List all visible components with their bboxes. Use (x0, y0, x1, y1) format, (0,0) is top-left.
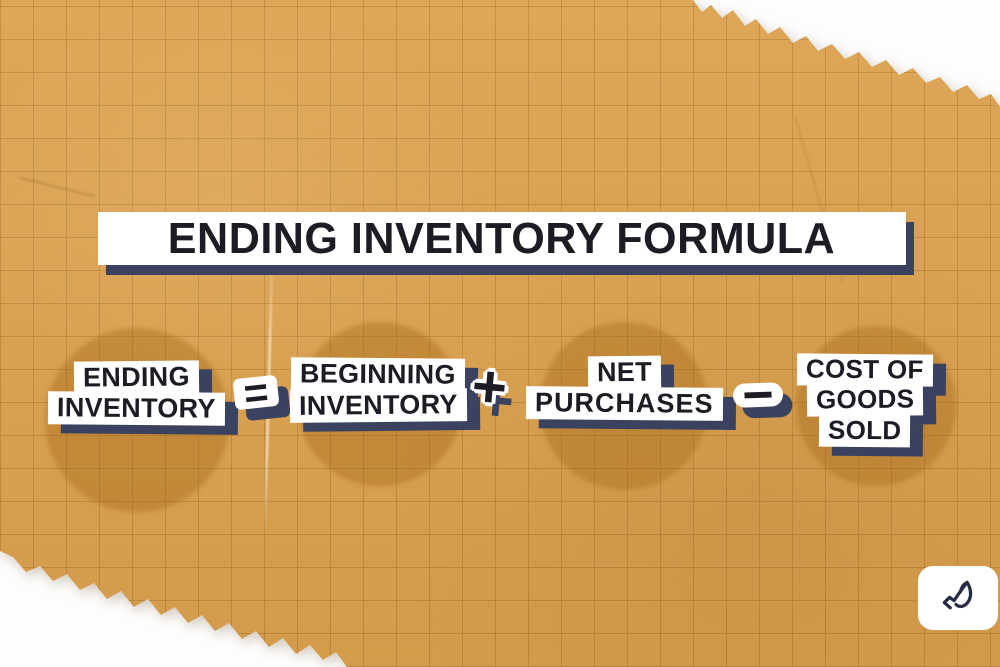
term-line: PURCHASES (525, 386, 723, 422)
brand-logo-badge (918, 566, 998, 630)
horse-head-icon (942, 580, 973, 610)
term-line: COST OF (797, 353, 933, 387)
term-line: INVENTORY (289, 388, 467, 424)
title-banner: ENDING INVENTORY FORMULA (98, 212, 906, 265)
term-cost-of-goods-sold: COST OF GOODS SOLD (784, 353, 946, 448)
equals-glyph: = (241, 367, 271, 417)
minus-glyph: − (741, 364, 775, 426)
term-line: INVENTORY (47, 391, 225, 427)
term-line: SOLD (819, 414, 911, 448)
term-beginning-inventory: BEGINNING INVENTORY (272, 357, 484, 424)
minus-operator: − (732, 364, 784, 426)
term-line: NET (587, 355, 661, 390)
plus-operator: + (469, 351, 510, 423)
term-ending-inventory: ENDING INVENTORY (28, 360, 244, 427)
diagonal-crease-left (18, 176, 96, 198)
term-line: ENDING (73, 360, 199, 395)
term-line: BEGINNING (290, 357, 466, 393)
page-title: ENDING INVENTORY FORMULA (168, 213, 836, 263)
plus-glyph: + (469, 351, 510, 422)
term-line: GOODS (806, 383, 924, 418)
term-net-purchases: NET PURCHASES (512, 355, 736, 422)
